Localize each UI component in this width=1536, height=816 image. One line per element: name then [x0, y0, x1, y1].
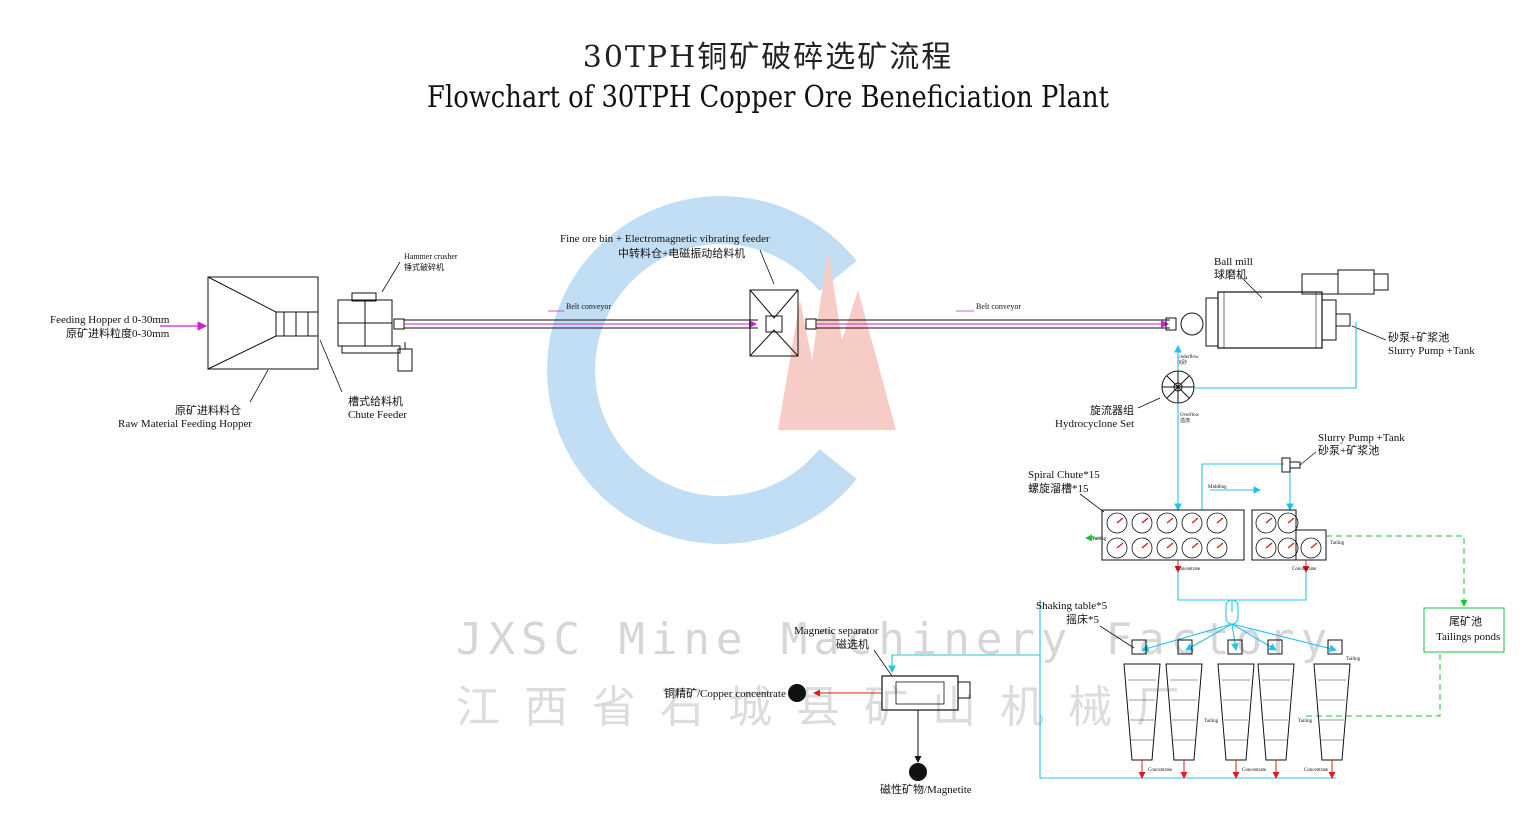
underflow-label-zh: 沉砂 — [1177, 359, 1187, 366]
copper-concentrate-dot — [788, 684, 806, 702]
ball-mill-drum — [1217, 291, 1323, 349]
shaking-table-distributor — [1225, 599, 1239, 625]
title-english: Flowchart of 30TPH Copper Ore Beneficiat… — [427, 80, 1109, 115]
tailings-lines — [1302, 535, 1468, 717]
belt-conveyor-2: Belt conveyor — [805, 302, 1177, 331]
slurry-pump-2-label-zh: 砂泵+矿浆池 — [1318, 443, 1379, 457]
fine-ore-bin: Fine ore bin + Electromagnetic vibrating… — [560, 233, 799, 357]
shaking-tailing-label-1: Tailing — [1204, 719, 1219, 724]
overflow-label-zh: 溢流 — [1180, 417, 1190, 424]
raw-hopper-label-zh: 原矿进料料仓 — [175, 403, 241, 417]
ball-mill: Ball mill 球磨机 砂泵+矿浆池 Slurry Pump +Tank — [1180, 256, 1475, 357]
ball-mill-motor — [1337, 269, 1375, 295]
underflow-label: Underflow — [1177, 355, 1199, 360]
feeding-hopper-label-zh: 原矿进料粒度0-30mm — [66, 326, 170, 340]
shaking-concentrate-label-3: Concentrate — [1304, 768, 1329, 773]
magnetite-dot — [909, 763, 927, 781]
title-chinese: 30TPH铜矿破碎选矿流程 — [582, 40, 954, 75]
slurry-pump-2-label-en: Slurry Pump +Tank — [1318, 432, 1405, 444]
spiral-concentrate-label-a: Concentrate — [1176, 567, 1201, 572]
shaking-tables: Shaking table*5 摇床*5 — [1036, 600, 1361, 779]
raw-hopper-funnel — [207, 276, 277, 370]
hammer-crusher-label-zh: 锤式破碎机 — [404, 262, 444, 272]
fine-bin-label-en: Fine ore bin + Electromagnetic vibrating… — [560, 233, 770, 245]
tailings-pond-label-zh: 尾矿池 — [1449, 615, 1482, 628]
feed-section: Feeding Hopper d 0-30mm 原矿进料粒度0-30mm 原矿进… — [50, 252, 458, 430]
ball-mill-label-zh: 球磨机 — [1214, 267, 1247, 281]
watermark-logo — [547, 196, 896, 544]
shaking-concentrate-label-1: Concentrate — [1148, 768, 1173, 773]
ball-mill-label-en: Ball mill — [1214, 256, 1253, 268]
spiral-chute-label-en: Spiral Chute*15 — [1028, 469, 1100, 481]
raw-hopper-box — [207, 276, 319, 370]
hydrocyclone-label-en: Hydrocyclone Set — [1055, 418, 1134, 430]
chute-feeder-label-en: Chute Feeder — [348, 409, 407, 421]
spiral-chute-label-zh: 螺旋溜槽*15 — [1028, 481, 1089, 495]
spiral-unit — [1106, 512, 1322, 559]
shaking-tailing-label-2: Tailing — [1298, 719, 1313, 724]
watermark-en: JXSC Mine Machinery Factory — [456, 614, 1333, 665]
tailings-pond-label-en: Tailings ponds — [1436, 631, 1500, 643]
feeding-hopper-label-en: Feeding Hopper d 0-30mm — [50, 314, 170, 326]
spiral-chute-bank: Spiral Chute*15 螺旋溜槽*15 Concentrate Conc… — [1028, 469, 1345, 573]
magnetic-separator-label-zh: 磁选机 — [836, 637, 869, 651]
hammer-crusher-label-en: Hammer crusher — [404, 252, 458, 261]
hydrocyclone-set: 旋流器组 Hydrocyclone Set Underflow 沉砂 Overf… — [1055, 355, 1200, 430]
belt-conveyor-1-label: Belt conveyor — [566, 302, 611, 311]
raw-hopper-label-en: Raw Material Feeding Hopper — [118, 418, 252, 430]
hydrocyclone-label-zh: 旋流器组 — [1090, 403, 1134, 417]
shaking-table-label-en: Shaking table*5 — [1036, 600, 1108, 612]
spiral-tailing-left-label: Tailing — [1092, 537, 1107, 542]
slurry-pump-1-label-zh: 砂泵+矿浆池 — [1388, 330, 1449, 344]
shaking-concentrate-label-2: Concentrate — [1242, 768, 1267, 773]
magnetic-separator-label-en: Magnetic separator — [794, 625, 879, 637]
fine-bin-label-zh: 中转料仓+电磁振动给料机 — [618, 246, 745, 260]
logo-c-shape — [547, 196, 857, 544]
magnetite-label: 磁性矿物/Magnetite — [880, 782, 972, 796]
magnetic-separator: Magnetic separator 磁选机 — [794, 625, 971, 763]
tailings-pond-box — [1423, 607, 1505, 653]
slurry-pump-2: Slurry Pump +Tank 砂泵+矿浆池 — [1281, 432, 1405, 473]
shaking-table-label-zh: 摇床*5 — [1066, 612, 1099, 626]
slurry-pump-1-label-en: Slurry Pump +Tank — [1388, 345, 1475, 357]
overflow-label: Overflow — [1180, 413, 1200, 418]
chute-feeder-label-zh: 槽式给料机 — [348, 394, 403, 408]
spiral-tailing-right-label: Tailing — [1330, 541, 1345, 546]
copper-concentrate-label: 铜精矿/Copper concentrate — [664, 686, 786, 700]
watermark-zh: 江西省石城县矿山机械厂 — [456, 682, 1204, 733]
logo-flame-shape — [778, 250, 896, 430]
belt-conveyor-2-label: Belt conveyor — [976, 302, 1021, 311]
shaking-tailing-label-3: Tailing — [1346, 657, 1361, 662]
chute-feeder-body — [275, 311, 319, 337]
belt-conveyor-1: Belt conveyor — [393, 302, 758, 330]
middling-label: Middling — [1208, 485, 1227, 490]
spiral-concentrate-label-b: Concentrate — [1292, 567, 1317, 572]
